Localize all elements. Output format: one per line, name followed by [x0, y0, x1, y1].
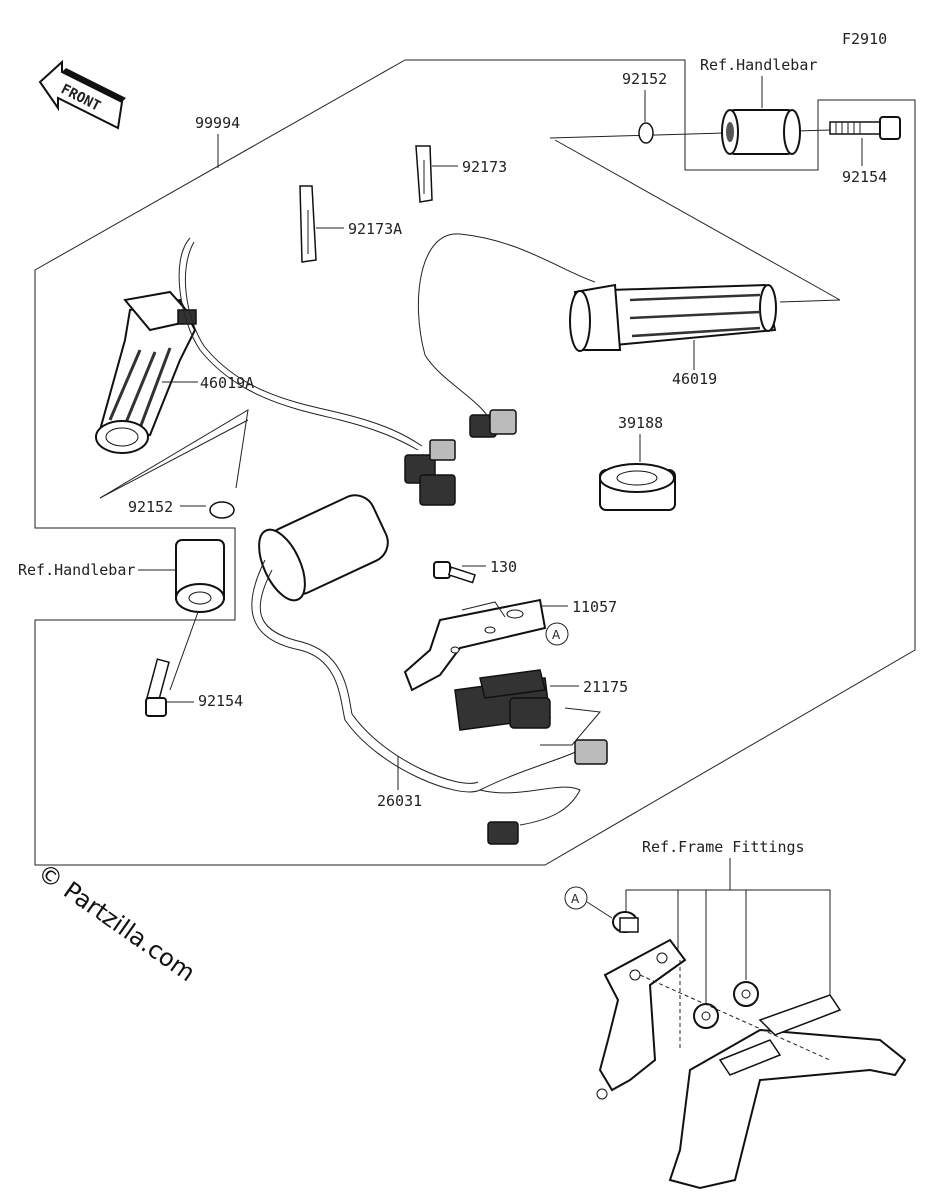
label-46019A: 46019A — [200, 374, 254, 392]
wire-right-grip — [417, 233, 596, 356]
grommet-1 — [693, 1003, 719, 1029]
axis-line-left — [169, 611, 199, 691]
label-92152-left: 92152 — [128, 498, 173, 516]
label-46019: 46019 — [672, 370, 717, 388]
connector-right — [574, 739, 608, 765]
label-92154-top: 92154 — [842, 168, 887, 186]
kit-boundary — [34, 59, 916, 866]
washer-92152-top — [638, 122, 654, 144]
controller-26031 — [258, 494, 389, 602]
wire-left-grip — [178, 237, 419, 451]
watermark: © Partzilla.com — [33, 858, 201, 987]
bar-end-weight-top — [721, 109, 801, 155]
label-92173A: 92173A — [348, 220, 402, 238]
svg-text:A: A — [571, 892, 580, 906]
ref-frame-fittings-label: Ref.Frame Fittings — [642, 838, 805, 856]
bar-end-weight-left — [175, 539, 225, 613]
front-arrow-icon: FRONT — [38, 59, 126, 130]
label-21175: 21175 — [583, 678, 628, 696]
washer-92152-left — [209, 501, 235, 519]
bolt-92154-left — [145, 658, 170, 717]
diagram-code: F2910 — [842, 30, 887, 48]
label-92154-left: 92154 — [198, 692, 243, 710]
callout-a-top: A — [545, 622, 569, 646]
label-92173: 92173 — [462, 158, 507, 176]
cable-26031-3 — [479, 786, 581, 826]
relay-guide — [540, 707, 601, 746]
collar — [612, 911, 639, 933]
label-130: 130 — [490, 558, 517, 576]
cable-26031 — [251, 559, 581, 793]
bolt-92154-top — [829, 116, 901, 140]
label-26031: 26031 — [377, 792, 422, 810]
svg-text:A: A — [552, 628, 561, 642]
connector-bottom — [487, 821, 519, 845]
label-99994: 99994 — [195, 114, 240, 132]
band-92173A — [299, 185, 317, 263]
bracket-line-left-2 — [99, 419, 249, 499]
wire-right-grip-2 — [424, 354, 491, 421]
label-39188: 39188 — [618, 414, 663, 432]
label-92152-top: 92152 — [622, 70, 667, 88]
bolt-130 — [433, 561, 476, 584]
bracket-11057-guide — [461, 601, 506, 618]
bracket-line-left — [99, 409, 249, 499]
ref-handlebar-top-label: Ref.Handlebar — [700, 56, 817, 74]
connector-cluster — [404, 409, 517, 506]
wire-left-grip-2 — [184, 241, 423, 447]
band-92173 — [415, 145, 433, 203]
ref-handlebar-left-label: Ref.Handlebar — [18, 561, 135, 579]
relay-21175 — [454, 669, 551, 731]
callout-a-bottom: A — [564, 886, 588, 910]
spacer-39188 — [599, 463, 676, 511]
frame-fittings-bracket — [625, 889, 831, 1010]
heated-grip-46019 — [569, 283, 777, 352]
grommet-2 — [733, 981, 759, 1007]
bracket-11057 — [403, 598, 547, 692]
label-11057: 11057 — [572, 598, 617, 616]
axis-line-right-grip-2 — [554, 139, 841, 301]
frame-bracket — [596, 938, 907, 1190]
leader-a-bottom — [586, 901, 613, 919]
cable-26031-2 — [259, 569, 479, 784]
axis-line-right-grip — [779, 299, 841, 303]
heated-grip-46019A — [95, 290, 197, 454]
